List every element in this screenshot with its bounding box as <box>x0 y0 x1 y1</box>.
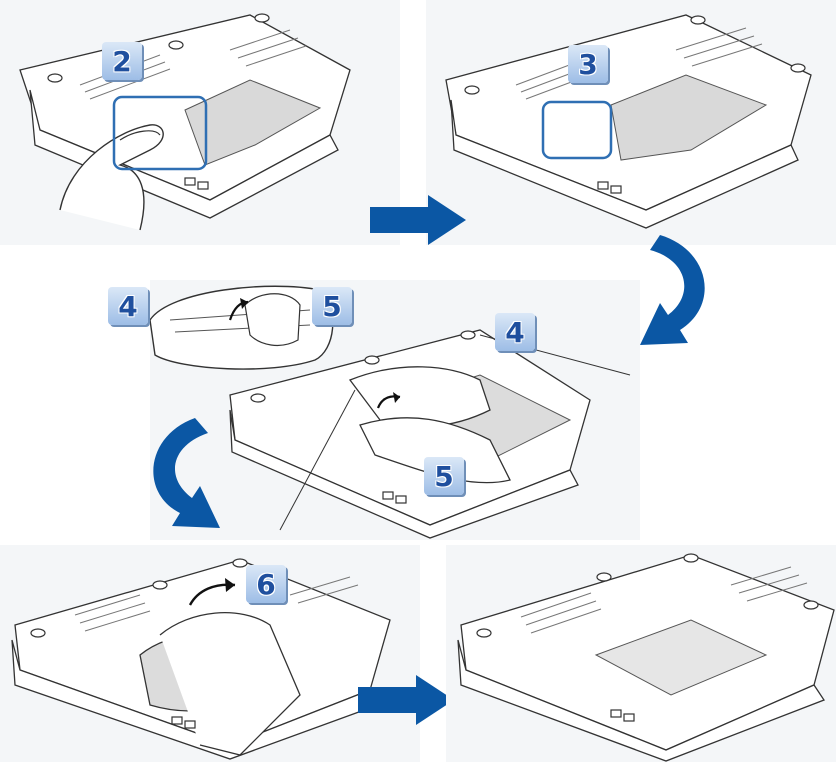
step-number-badge: 6 <box>246 565 286 603</box>
step-number-badge: 5 <box>312 287 352 325</box>
panel-step-2: 2 <box>0 0 400 245</box>
step-number-badge: 5 <box>424 457 464 495</box>
laptop-underside-illustration <box>445 14 812 229</box>
step-number: 3 <box>578 47 598 81</box>
laptop-underside-illustration <box>457 553 835 762</box>
step-number: 2 <box>112 44 132 78</box>
step-number: 6 <box>256 567 276 601</box>
laptop-underside-illustration <box>150 285 631 539</box>
right-arrow-icon <box>370 195 466 245</box>
right-arrow-icon <box>358 675 454 725</box>
laptop-underside-illustration <box>11 558 391 760</box>
curved-left-arrow-icon <box>153 418 220 528</box>
step-number-badge: 2 <box>102 42 142 80</box>
panel-step-6: 6 <box>0 545 420 762</box>
step-number-badge: 3 <box>568 45 608 83</box>
curved-down-arrow-icon <box>640 235 705 345</box>
step-number: 5 <box>322 289 342 323</box>
panel-step-4-5 <box>150 280 640 540</box>
inset-magnifier <box>150 285 334 370</box>
step-number: 4 <box>118 289 138 323</box>
panel-result <box>446 545 836 762</box>
step-number: 5 <box>434 459 454 493</box>
step-number-badge: 4 <box>108 287 148 325</box>
highlight-box <box>112 95 208 171</box>
panel-step-3: 3 <box>426 0 836 245</box>
step-number-badge: 4 <box>495 313 535 351</box>
step-number: 4 <box>505 315 525 349</box>
highlight-box <box>541 100 613 160</box>
laptop-underside-illustration <box>19 13 351 231</box>
